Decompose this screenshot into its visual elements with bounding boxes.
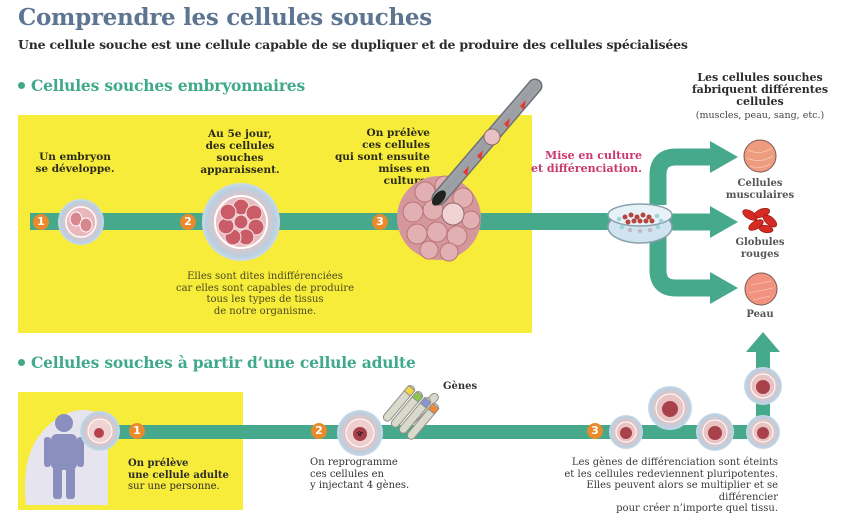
pluripotent-cell-icon bbox=[746, 415, 780, 449]
section-heading-embryonic: Cellules souches embryonnaires bbox=[18, 76, 305, 95]
bullet-icon bbox=[18, 358, 25, 366]
arrow-up-icon bbox=[746, 332, 780, 364]
pluripotent-cell-icon bbox=[696, 413, 734, 451]
section-heading-text: Cellules souches à partir d’une cellule … bbox=[31, 353, 416, 372]
differentiation-arrows bbox=[649, 141, 738, 304]
output-label-skin: Peau bbox=[746, 309, 774, 320]
section-heading-adult: Cellules souches à partir d’une cellule … bbox=[18, 353, 416, 372]
pluripotent-cell-icon bbox=[648, 386, 692, 430]
adult-step-3-label: Les gènes de différenciation sont éteint… bbox=[564, 457, 778, 514]
petri-dish-icon bbox=[607, 203, 673, 244]
adult-step-badge-1: 1 bbox=[129, 423, 145, 439]
blastocyst-icon bbox=[202, 183, 280, 261]
muscle-cell-icon bbox=[743, 139, 777, 173]
page-title: Comprendre les cellules souches bbox=[18, 4, 432, 31]
step-badge-2: 2 bbox=[180, 214, 196, 230]
page-subtitle: Une cellule souche est une cellule capab… bbox=[18, 37, 688, 52]
step-badge-3: 3 bbox=[372, 214, 388, 230]
reprogrammed-cell-icon bbox=[337, 410, 383, 456]
adult-step-badge-3: 3 bbox=[587, 423, 603, 439]
pluripotent-cell-icon bbox=[609, 415, 643, 449]
genes-label: Gènes bbox=[443, 381, 478, 392]
red-blood-cells-icon bbox=[742, 207, 778, 234]
section-heading-text: Cellules souches embryonnaires bbox=[31, 76, 305, 95]
gene-chromosomes bbox=[382, 384, 440, 440]
embryonic-path bbox=[30, 213, 620, 230]
bullet-icon bbox=[18, 81, 25, 89]
adult-path bbox=[105, 425, 775, 439]
skin-cell-icon bbox=[744, 272, 778, 306]
adult-step-1-label: On prélève une cellule adulte sur une pe… bbox=[128, 458, 229, 492]
adult-cell-icon bbox=[80, 411, 120, 451]
needle-icon bbox=[431, 78, 543, 206]
pluripotent-cell-icon bbox=[744, 367, 782, 405]
embryo-icon bbox=[58, 199, 104, 245]
step-badge-1: 1 bbox=[33, 214, 49, 230]
outputs-subheading: (muscles, peau, sang, etc.) bbox=[695, 110, 825, 121]
adult-step-badge-2: 2 bbox=[311, 423, 327, 439]
